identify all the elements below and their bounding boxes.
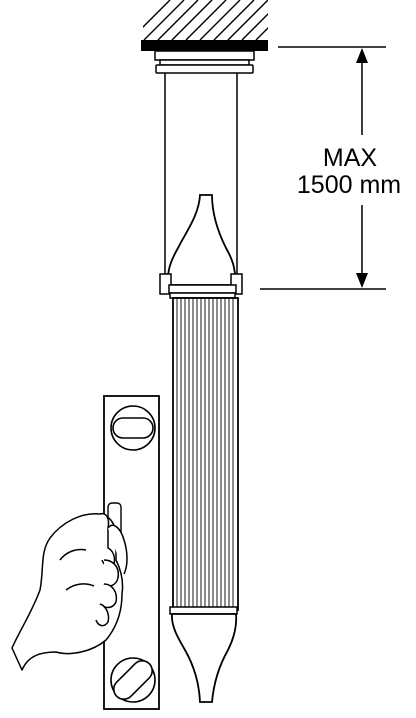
ceiling-plate <box>141 40 268 51</box>
suspension-wires <box>164 73 238 278</box>
tube-pleats <box>176 298 234 610</box>
bottom-cap <box>171 613 238 703</box>
dimension-label-max: MAX <box>323 144 378 172</box>
pleated-tube <box>172 297 239 611</box>
mounting-bracket <box>154 50 255 74</box>
upper-collar <box>168 284 237 294</box>
arrow-down-icon <box>356 273 368 288</box>
dimension-label-value: 1500 mm <box>297 171 401 199</box>
hand <box>11 512 128 671</box>
filter-unit <box>159 194 243 703</box>
ceiling-hatching <box>143 0 268 40</box>
level-bottom-vial <box>110 657 156 703</box>
dimension-annotation <box>260 46 386 290</box>
wire-clip-left <box>159 273 172 295</box>
level-top-vial <box>110 405 156 451</box>
lower-collar <box>169 606 238 615</box>
top-cap <box>166 194 237 286</box>
ceiling <box>141 0 268 51</box>
wire-clip-right <box>230 273 243 295</box>
arrow-up-icon <box>356 48 368 63</box>
